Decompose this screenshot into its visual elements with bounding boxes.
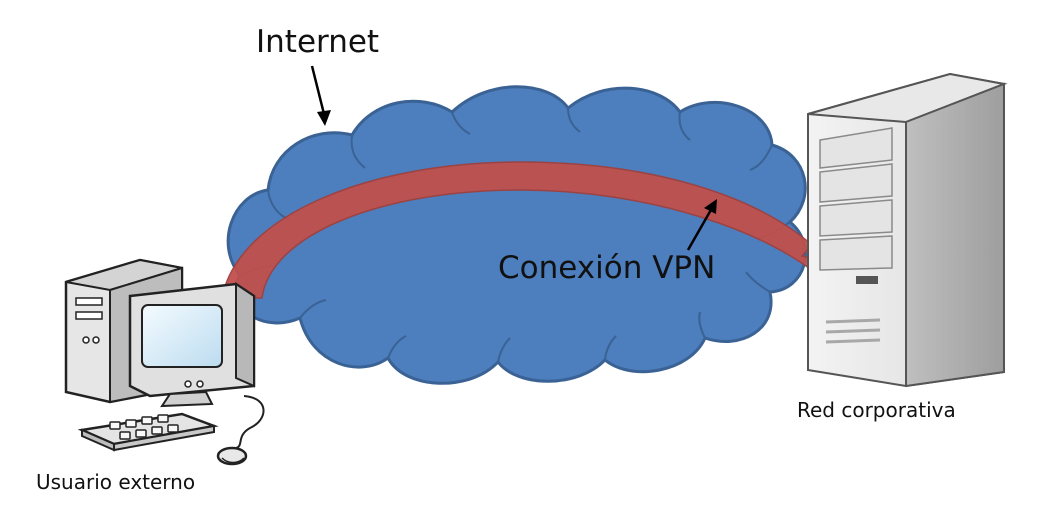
- desktop-computer-icon: [64, 258, 265, 466]
- server-tower-icon: [807, 72, 1008, 388]
- vpn-pointer-arrow: [686, 199, 717, 251]
- vpn-connection-label: Conexión VPN: [498, 250, 716, 286]
- external-user-label: Usuario externo: [36, 470, 196, 494]
- cloud-icon: [226, 85, 807, 385]
- corporate-network-label: Red corporativa: [797, 398, 956, 422]
- internet-label: Internet: [256, 24, 380, 60]
- internet-pointer-arrow: [310, 65, 331, 126]
